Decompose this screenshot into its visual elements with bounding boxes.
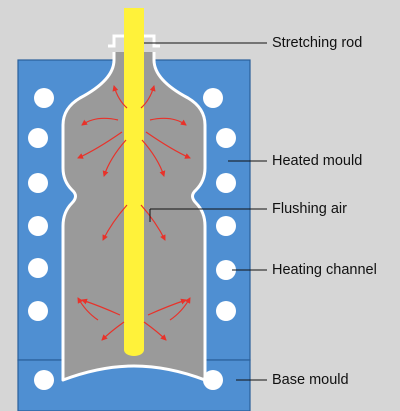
air-arrow-low-right-side [169, 297, 191, 321]
heating-channel-base-left [34, 370, 54, 390]
air-arrow-down-left-1 [102, 139, 127, 177]
air-arrow-low-right-down [143, 321, 167, 341]
label-flushing-air: Flushing air [272, 201, 347, 217]
label-heated-mould: Heated mould [272, 153, 363, 169]
bottle-outline [61, 52, 207, 382]
heating-channel-left-2 [28, 128, 48, 148]
heating-channel-left-6 [28, 301, 48, 321]
air-flow-arrows [77, 85, 191, 341]
air-arrow-low-left-up [81, 298, 121, 316]
air-arrow-left-lower-1 [77, 131, 123, 159]
heating-channel-left-5 [28, 258, 48, 278]
heating-channel-right-4 [216, 216, 236, 236]
heating-channel-right-1 [203, 88, 223, 108]
heating-channel-left-4 [28, 216, 48, 236]
air-arrow-mid-left [102, 204, 128, 241]
air-arrow-low-right-up [147, 298, 187, 316]
air-arrow-low-left-side [77, 297, 99, 321]
heating-channels [28, 88, 236, 390]
air-arrow-right-lower-1 [145, 131, 191, 159]
leader-lines [144, 42, 267, 381]
label-stretching-rod: Stretching rod [272, 35, 363, 51]
label-heating-channel: Heating channel [272, 262, 377, 278]
stretching-rod [124, 8, 144, 350]
air-arrow-up-left [112, 85, 128, 109]
heating-channel-right-2 [216, 128, 236, 148]
air-arrow-low-left-down [101, 321, 125, 341]
heating-channel-right-6 [216, 301, 236, 321]
air-arrow-down-right-1 [141, 139, 166, 177]
air-arrow-left-upper [81, 117, 119, 126]
heating-channel-left-1 [34, 88, 54, 108]
air-arrow-right-upper [149, 117, 187, 126]
heating-channel-base-right [203, 370, 223, 390]
heating-channel-left-3 [28, 173, 48, 193]
heating-channel-right-3 [216, 173, 236, 193]
heating-channel-right-5 [216, 260, 236, 280]
air-arrow-up-right [140, 85, 156, 109]
air-arrow-mid-right [140, 204, 166, 241]
label-base-mould: Base mould [272, 372, 349, 388]
stretching-rod-tip [124, 344, 144, 356]
